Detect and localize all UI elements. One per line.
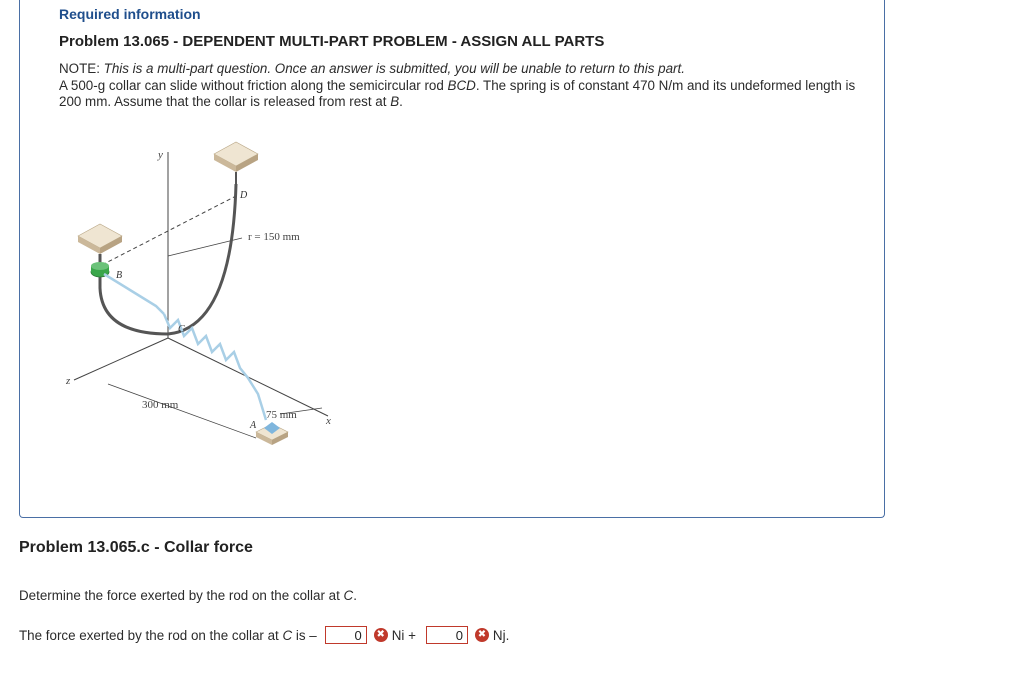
spring-coils: [162, 313, 268, 421]
block-side-b: [78, 236, 100, 254]
answer-prefix: The force exerted by the rod on the coll…: [19, 628, 317, 643]
label-b: B: [116, 270, 122, 281]
statement-text: A 500-g collar can slide without frictio…: [59, 77, 448, 93]
label-c: C: [178, 324, 185, 335]
z-axis: [73, 337, 169, 381]
note-italic: This is a multi-part question. Once an a…: [103, 61, 685, 76]
question-pre: Determine the force exerted by the rod o…: [19, 588, 344, 603]
required-info-heading: Required information: [59, 6, 201, 22]
label-a: A: [249, 420, 257, 431]
unit-i: Ni +: [391, 627, 416, 643]
label-x: x: [325, 415, 331, 427]
label-z: z: [65, 375, 71, 387]
dim-300-line: [107, 383, 257, 439]
point-b: B: [390, 94, 400, 109]
label-d: D: [239, 190, 248, 201]
block-side-a2: [272, 432, 288, 445]
part-title: Problem 13.065.c - Collar force: [19, 539, 253, 556]
error-icon: ✖: [474, 628, 489, 642]
statement-text-2: . The spring is of constant 470 N/m and …: [59, 77, 856, 110]
radius-label: r = 150 mm: [248, 231, 300, 243]
answer-input-i[interactable]: [324, 626, 367, 644]
dim-75-line: [279, 407, 323, 415]
answer-point: C: [282, 627, 293, 643]
problem-title: Problem 13.065 - DEPENDENT MULTI-PART PR…: [59, 33, 605, 50]
answer-prefix-end: is –: [292, 627, 317, 643]
question-point: C: [343, 588, 354, 603]
answer-input-j[interactable]: [425, 626, 468, 644]
block-side-d: [214, 154, 236, 172]
question-text: Determine the force exerted by the rod o…: [19, 588, 357, 603]
semicircular-rod: [98, 183, 238, 336]
error-icon: ✖: [373, 628, 388, 642]
rod-name: BCD: [447, 77, 476, 93]
spring-upper: [103, 272, 165, 315]
collar-top: [91, 262, 109, 270]
question-end: .: [353, 588, 357, 603]
dim-300-label: 300 mm: [142, 399, 179, 411]
label-y: y: [157, 149, 163, 161]
dim-75-label: 75 mm: [266, 409, 297, 421]
statement-end: .: [399, 94, 403, 109]
unit-j: Nj.: [492, 627, 510, 643]
block-side-b2: [100, 236, 122, 254]
note-line: NOTE: This is a multi-part question. Onc…: [59, 61, 859, 78]
anchor-a: [264, 422, 280, 434]
required-info-panel: [19, 0, 885, 518]
block-side-a: [256, 432, 272, 445]
dashed-bd: [95, 195, 237, 269]
note-label: NOTE:: [59, 61, 104, 76]
problem-note: NOTE: This is a multi-part question. Onc…: [59, 61, 859, 111]
problem-figure: y z x 300 mm 75 mm B C D A r = 150 mm: [65, 141, 331, 445]
answer-row: The force exerted by the rod on the coll…: [19, 624, 511, 646]
block-side-d2: [236, 154, 258, 172]
radius-line: [167, 237, 243, 257]
answer-prefix-text: The force exerted by the rod on the coll…: [19, 627, 283, 643]
problem-statement: A 500-g collar can slide without frictio…: [59, 78, 859, 111]
